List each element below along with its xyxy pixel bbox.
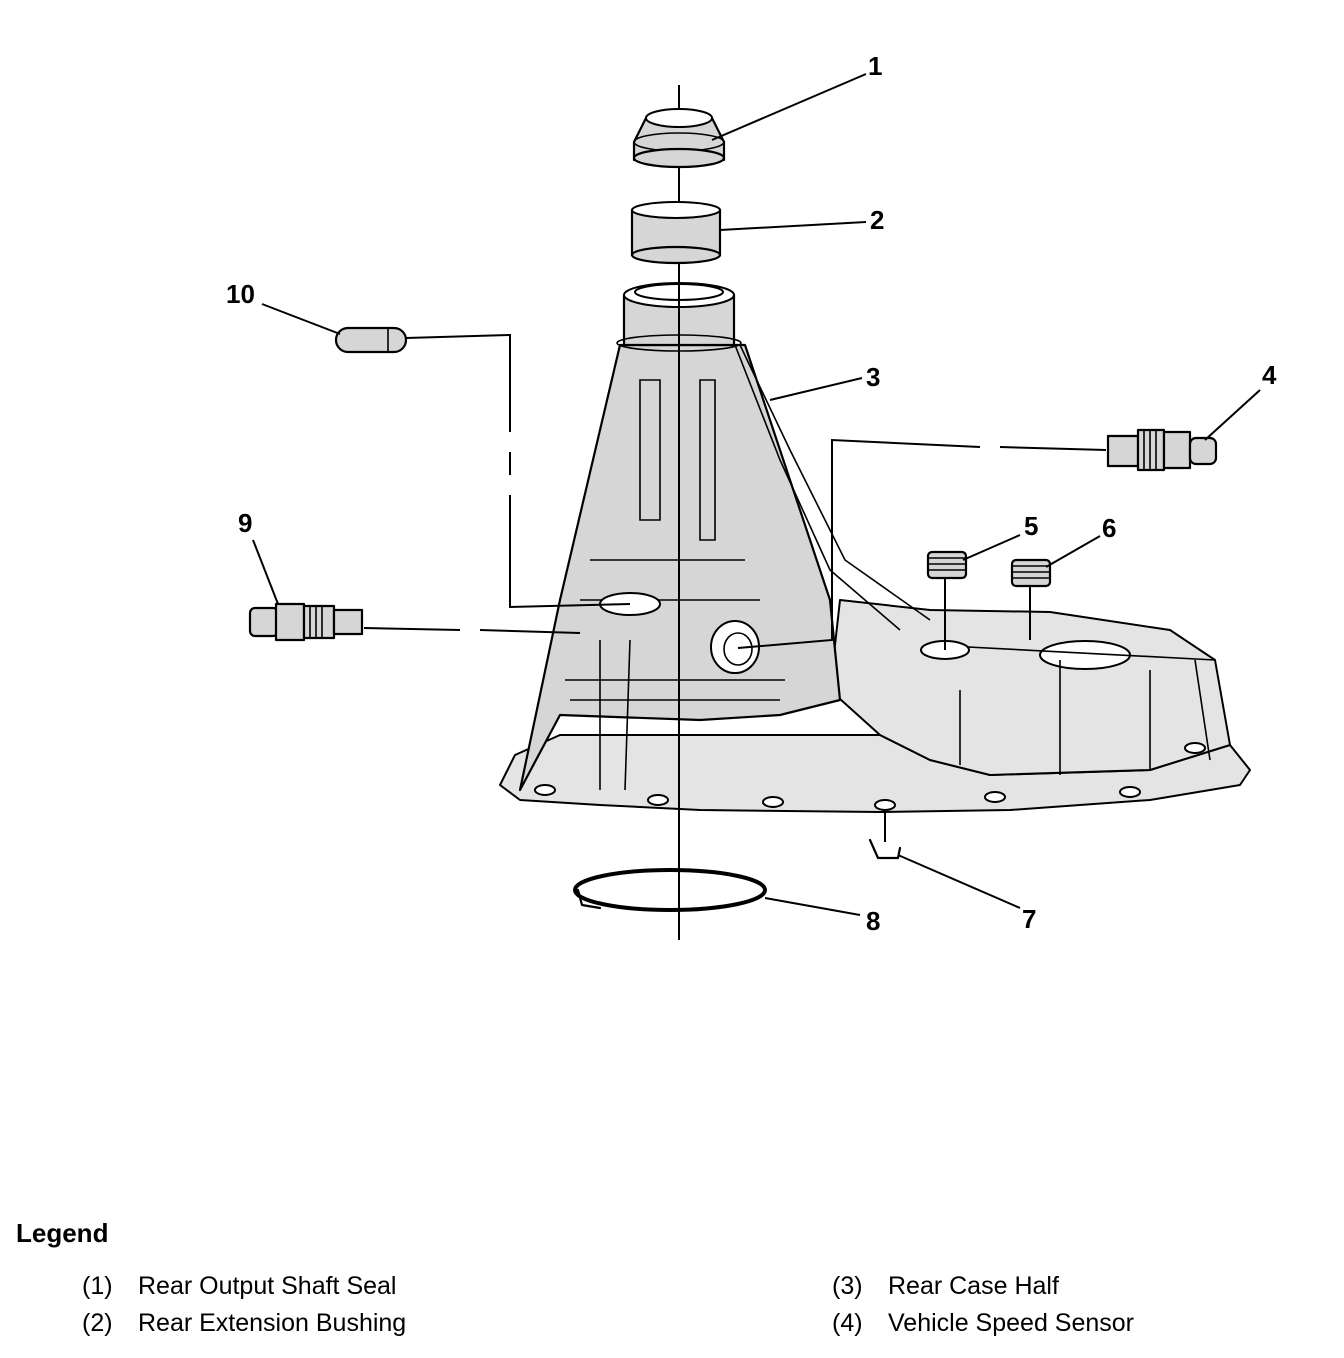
legend-item-3: (3) Rear Case Half [832,1272,1059,1301]
legend-item-number: (3) [832,1272,863,1300]
leader-9 [252,539,279,605]
sensor-9 [248,602,364,642]
callout-6: 6 [1102,513,1116,543]
leader-4 [1204,389,1261,441]
legend-title: Legend [16,1218,109,1248]
legend-item-label: Vehicle Speed Sensor [888,1309,1135,1337]
leader-2 [719,221,867,231]
callout-5: 5 [1024,511,1038,541]
legend-item-2: (2) Rear Extension Bushing [82,1309,406,1338]
leader-1 [711,73,867,141]
leader-10 [261,303,341,335]
path-line-9 [363,627,581,634]
legend-item-number: (1) [82,1272,113,1300]
snap-ring [573,868,767,912]
path-line-10 [405,333,631,609]
callout-4: 4 [1262,360,1277,390]
callout-2: 2 [870,205,884,235]
leader-3 [769,377,863,401]
legend-item-number: (2) [82,1309,113,1337]
legend-item-label: Rear Extension Bushing [138,1309,407,1337]
callout-3: 3 [866,362,880,392]
callout-8: 8 [866,906,880,936]
leader-7 [897,854,1021,909]
leader-8 [764,897,861,916]
callout-7: 7 [1022,904,1036,934]
callout-10: 10 [226,279,255,309]
callout-9: 9 [238,508,252,538]
rear-output-shaft-seal [632,108,726,169]
plug-10 [334,326,408,354]
legend-item-number: (4) [832,1309,863,1337]
clip [868,838,902,860]
plug-6 [1010,558,1052,588]
leader-6 [1045,535,1101,568]
legend-item-1: (1) Rear Output Shaft Seal [82,1272,396,1301]
plug-5 [926,550,968,580]
legend-item-label: Rear Output Shaft Seal [138,1272,397,1300]
path-line-4 [737,438,1107,649]
legend-item-4: (4) Vehicle Speed Sensor [832,1309,1134,1338]
leader-5 [962,534,1021,561]
vehicle-speed-sensor [1106,428,1218,472]
legend-item-label: Rear Case Half [888,1272,1059,1300]
exploded-view-diagram: 1 2 3 4 5 6 7 8 9 10 [226,51,1277,940]
callout-1: 1 [868,51,882,81]
rear-extension-bushing [630,201,722,265]
